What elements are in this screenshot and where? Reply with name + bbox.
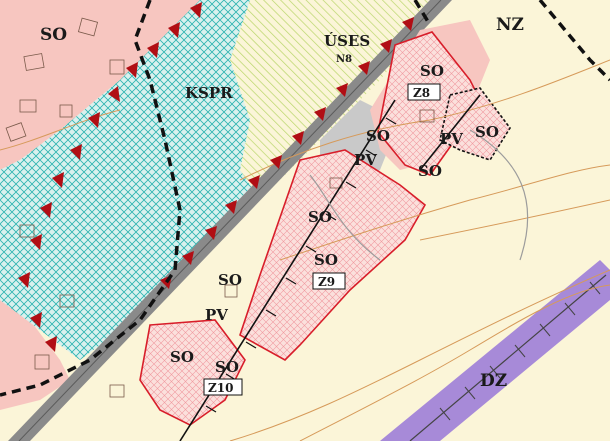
road-edge-line <box>18 0 442 441</box>
label-so-southwest: SO <box>170 348 194 366</box>
label-box-z8 <box>407 83 441 101</box>
local-road-2 <box>469 129 529 261</box>
residential-zone-west[interactable] <box>0 0 200 170</box>
label-so-east-3: SO <box>418 162 442 180</box>
railway-corridor[interactable] <box>380 260 610 441</box>
label-so-z9: SO <box>314 251 338 269</box>
label-pv-center: PV <box>354 151 377 169</box>
label-pv-east: PV <box>440 130 463 148</box>
railway-track <box>409 274 607 441</box>
label-pv-west: PV <box>205 306 228 324</box>
development-area-z9[interactable] <box>239 149 427 361</box>
label-dz: DZ <box>480 371 507 391</box>
development-area-pv-so[interactable] <box>439 87 511 161</box>
local-road <box>309 174 381 261</box>
kspr-boundary-triangles <box>18 2 414 352</box>
label-so-z10: SO <box>215 358 239 376</box>
label-so-east-1: SO <box>366 127 390 145</box>
label-z10[interactable]: Z10 <box>208 381 233 395</box>
label-so-center-1: SO <box>308 208 332 226</box>
cross-ticks <box>205 117 397 413</box>
building-footprints <box>5 17 435 398</box>
label-n8: N8 <box>336 54 352 65</box>
label-so-z8: SO <box>420 62 444 80</box>
label-nz: NZ <box>496 15 524 35</box>
municipal-boundary <box>0 0 610 397</box>
label-kspr: KSPR <box>185 84 233 102</box>
label-so-northwest: SO <box>40 25 67 45</box>
label-z9[interactable]: Z9 <box>318 275 335 289</box>
label-so-center-2: SO <box>218 271 242 289</box>
railway-ticks <box>439 281 601 421</box>
development-area-z10[interactable] <box>139 319 246 426</box>
label-box-z9 <box>312 272 346 290</box>
contour-lines <box>0 59 610 441</box>
label-z8[interactable]: Z8 <box>413 86 430 100</box>
label-uses: ÚSES <box>324 32 370 50</box>
label-so-east-2: SO <box>475 123 499 141</box>
label-box-z10 <box>203 378 243 396</box>
